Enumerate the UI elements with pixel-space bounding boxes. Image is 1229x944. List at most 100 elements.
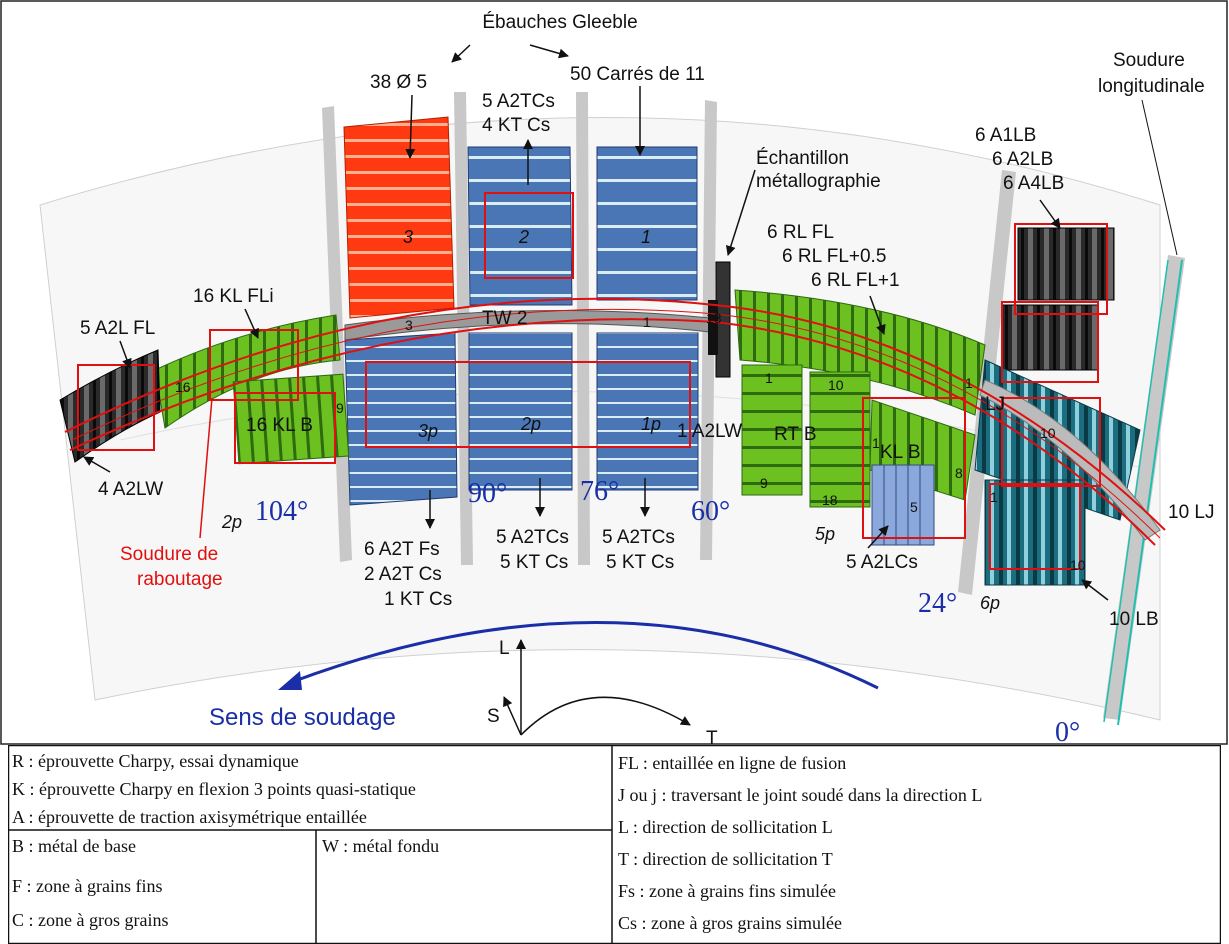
gleeble-arrow-right bbox=[529, 44, 569, 59]
zone-2p-left: 2p bbox=[221, 512, 242, 532]
kl-b-number-1: 1 bbox=[872, 435, 880, 451]
legend-K: K : éprouvette Charpy en flexion 3 point… bbox=[12, 779, 416, 799]
block-3p-blue bbox=[344, 332, 458, 506]
lj-mark: LJ bbox=[985, 394, 1005, 415]
legend-Fs: Fs : zone à grains fins simulée bbox=[618, 881, 836, 901]
kl-b-right-label: KL B bbox=[880, 442, 921, 463]
legend-W: W : métal fondu bbox=[322, 836, 440, 856]
axis-T-arrow bbox=[520, 696, 691, 736]
rt-number-1: 1 bbox=[765, 370, 773, 386]
block-3-red bbox=[343, 116, 455, 319]
soudure-rab-leader bbox=[199, 397, 213, 539]
rl-number-1: 1 bbox=[965, 375, 973, 391]
soudure-long-leader bbox=[1141, 99, 1178, 256]
lj-number-10: 10 bbox=[1040, 425, 1056, 441]
a2lw4-arrow bbox=[83, 456, 111, 473]
soudure-long-label-2: longitudinale bbox=[1098, 76, 1205, 97]
block-2-blue bbox=[467, 146, 573, 306]
top-mid-label-2: 4 KT Cs bbox=[482, 115, 550, 136]
block-2-label: 2 bbox=[518, 227, 529, 247]
a4lb-arrow bbox=[1039, 199, 1061, 229]
a1lb-label: 6 A1LB bbox=[975, 125, 1036, 146]
bot3-label-1: 5 A2TCs bbox=[602, 527, 675, 548]
longitudinal-weld-line-2 bbox=[1103, 259, 1169, 723]
block-1p-blue bbox=[596, 332, 699, 491]
diam-arrow bbox=[405, 94, 416, 159]
block-1-label: 1 bbox=[641, 227, 651, 247]
a2lcs-label: 5 A2LCs bbox=[846, 552, 918, 573]
rlfl-arrow bbox=[869, 295, 886, 335]
left-number-16: 16 bbox=[175, 379, 191, 395]
bot2-label-1: 5 A2TCs bbox=[496, 527, 569, 548]
metallo-label-2: métallographie bbox=[756, 171, 881, 192]
legend-C: C : zone à gros grains bbox=[12, 910, 169, 930]
a2lfl-arrow bbox=[119, 340, 132, 369]
a2lw1-label: 1 A2LW bbox=[677, 421, 742, 442]
dark-a1lb-cylinders bbox=[1017, 227, 1115, 301]
squares-label: 50 Carrés de 11 bbox=[570, 64, 705, 85]
green-rl-bars bbox=[734, 289, 986, 416]
sens-soudage-arc bbox=[291, 620, 879, 690]
rt-number-10: 10 bbox=[828, 377, 844, 393]
red-weld-outline bbox=[64, 297, 1166, 531]
right-weld-strip bbox=[979, 379, 1161, 541]
diam-label: 38 Ø 5 bbox=[370, 72, 427, 93]
green-kl-b-block bbox=[232, 373, 350, 465]
block-2p-blue bbox=[468, 332, 573, 491]
a2lcs-number-5: 5 bbox=[910, 499, 918, 515]
deg-90: 90° bbox=[468, 478, 507, 509]
soudure-rab-label-1: Soudure de bbox=[120, 544, 218, 565]
weld-number-1: 1 bbox=[643, 314, 651, 330]
a4lb-label: 6 A4LB bbox=[1003, 173, 1064, 194]
bot3-label-2: 5 KT Cs bbox=[606, 552, 674, 573]
teal-lb-cylinders bbox=[984, 479, 1086, 586]
legend-L: L : direction de sollicitation L bbox=[618, 817, 833, 837]
legend-F: F : zone à grains fins bbox=[12, 876, 163, 896]
kl-b-number-8: 8 bbox=[955, 465, 963, 481]
longitudinal-weld-line bbox=[1117, 259, 1183, 726]
metallo-arrow bbox=[725, 169, 756, 256]
deg-104: 104° bbox=[255, 496, 308, 527]
lb-number-10: 10 bbox=[1070, 557, 1086, 573]
klfli-label: 16 KL FLi bbox=[193, 286, 274, 307]
gleeble-title: Ébauches Gleeble bbox=[482, 12, 637, 33]
block-1p-label: 1p bbox=[641, 414, 661, 434]
red-weld-outline-2 bbox=[69, 318, 1156, 546]
axis-S-label: S bbox=[487, 706, 500, 727]
tw2-label: TW 2 bbox=[482, 308, 527, 329]
red-weld-outline-3 bbox=[71, 308, 1161, 539]
axis-T-label: T bbox=[706, 728, 718, 745]
kl-b-left-label: 16 KL B bbox=[246, 415, 313, 436]
legend-J: J ou j : traversant le joint soudé dans … bbox=[618, 785, 983, 805]
soudure-long-label-1: Soudure bbox=[1113, 50, 1185, 71]
rlfl05-label: 6 RL FL+0.5 bbox=[782, 246, 886, 267]
weld-number-18: 18 bbox=[706, 310, 722, 326]
sens-soudage-label: Sens de soudage bbox=[209, 704, 396, 731]
block-3p-number-9: 9 bbox=[336, 400, 344, 416]
soudure-rab-label-2: raboutage bbox=[137, 569, 223, 590]
metallography-sample-side bbox=[708, 300, 718, 355]
a2lfl-label: 5 A2L FL bbox=[80, 318, 155, 339]
bot1-label-1: 6 A2T Fs bbox=[364, 539, 440, 560]
gleeble-arrow-left bbox=[451, 44, 471, 63]
rlfl1-label: 6 RL FL+1 bbox=[811, 270, 900, 291]
deg-60: 60° bbox=[691, 496, 730, 527]
klfli-arrow bbox=[244, 308, 259, 339]
a2lb-label: 6 A2LB bbox=[992, 149, 1053, 170]
deg-76: 76° bbox=[580, 476, 619, 507]
green-rt-b-block-1 bbox=[741, 364, 803, 496]
deg-0: 0° bbox=[1055, 717, 1080, 745]
lb10-arrow bbox=[1081, 579, 1109, 601]
zone-6p: 6p bbox=[980, 593, 1000, 613]
a2lw4-label: 4 A2LW bbox=[98, 479, 163, 500]
specimen-layout-diagram: 3 2 1 3p 2p 1p TW 2 3 1 18 9 16 KL B 16 … bbox=[0, 0, 1228, 745]
bot2-label-2: 5 KT Cs bbox=[500, 552, 568, 573]
axis-S-arrow bbox=[503, 696, 522, 736]
sens-soudage-arrowhead bbox=[278, 671, 302, 690]
legend-A: A : éprouvette de traction axisymétrique… bbox=[12, 807, 367, 827]
rt-number-9: 9 bbox=[760, 475, 768, 491]
red-zone-boxes bbox=[77, 192, 1108, 570]
deg-24: 24° bbox=[918, 588, 957, 619]
bot1-label-2: 2 A2T Cs bbox=[364, 564, 442, 585]
legend-FL: FL : entaillée en ligne de fusion bbox=[618, 753, 847, 773]
